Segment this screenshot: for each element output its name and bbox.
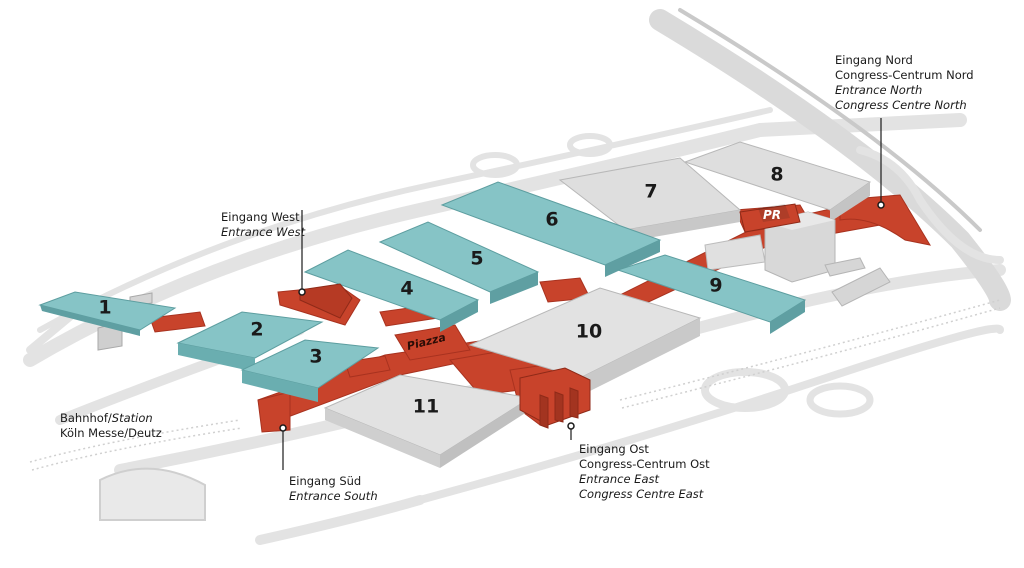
teal-halls [38, 181, 807, 402]
hall-label-6: 6 [545, 209, 558, 231]
entrance-east-en: Entrance East [579, 472, 659, 486]
hall-label-5: 5 [470, 248, 483, 270]
station-name: Köln Messe/Deutz [60, 426, 162, 440]
hall-6[interactable] [440, 181, 662, 277]
hall-8[interactable] [683, 141, 872, 222]
station-tunnel [99, 467, 206, 521]
hall-label-7: 7 [644, 181, 657, 203]
entrance-north-callout: Eingang Nord Congress-Centrum Nord Entra… [835, 53, 974, 113]
station-de: Bahnhof/ [60, 411, 112, 425]
roads [23, 8, 1011, 545]
hall-label-8: 8 [770, 164, 783, 186]
hall-label-4: 4 [400, 278, 413, 300]
entrance-south-en: Entrance South [289, 489, 378, 503]
hall-3[interactable] [240, 339, 380, 402]
hall-label-2: 2 [250, 319, 263, 341]
hall-label-1: 1 [98, 297, 111, 319]
entrance-south-callout: Eingang Süd Entrance South [289, 474, 378, 504]
congress-north-en: Congress Centre North [835, 98, 967, 112]
hall-5[interactable] [378, 221, 540, 304]
congress-east-de: Congress-Centrum Ost [579, 457, 710, 471]
station-callout: Bahnhof/Station Köln Messe/Deutz [60, 411, 162, 441]
hall-label-10: 10 [576, 321, 602, 343]
hall-2[interactable] [176, 311, 324, 372]
station-en: Station [111, 411, 153, 425]
entrance-west-callout: Eingang West Entrance West [221, 210, 305, 240]
hall-4[interactable] [303, 249, 480, 332]
hall-label-11: 11 [413, 396, 439, 418]
hall-7[interactable] [558, 157, 742, 242]
hall-1[interactable] [38, 291, 177, 336]
pr-label: PR [763, 208, 781, 222]
hall-9[interactable] [616, 254, 807, 334]
congress-east-en: Congress Centre East [579, 487, 704, 501]
hall-label-9: 9 [709, 275, 722, 297]
entrance-north-en: Entrance North [835, 83, 923, 97]
entrance-east-de: Eingang Ost [579, 442, 649, 456]
entrance-north-de: Eingang Nord [835, 53, 913, 67]
leader-lines [279, 118, 885, 470]
station-line1: Bahnhof/Station [60, 411, 162, 426]
entrance-west-de: Eingang West [221, 210, 300, 224]
entrance-west-en: Entrance West [221, 225, 306, 239]
congress-centre-north [704, 211, 891, 307]
hall-10[interactable] [468, 287, 702, 395]
hall-labels: 1 2 3 4 5 6 7 8 9 10 11 [98, 164, 783, 418]
entrance-buildings [299, 203, 801, 429]
rail-tracks [29, 299, 1001, 471]
congress-north-de: Congress-Centrum Nord [835, 68, 974, 82]
entrance-south-de: Eingang Süd [289, 474, 362, 488]
grey-halls [97, 141, 891, 468]
entrance-east-callout: Eingang Ost Congress-Centrum Ost Entranc… [579, 442, 710, 502]
hall-label-3: 3 [309, 346, 322, 368]
pr-building: PR [758, 204, 790, 222]
